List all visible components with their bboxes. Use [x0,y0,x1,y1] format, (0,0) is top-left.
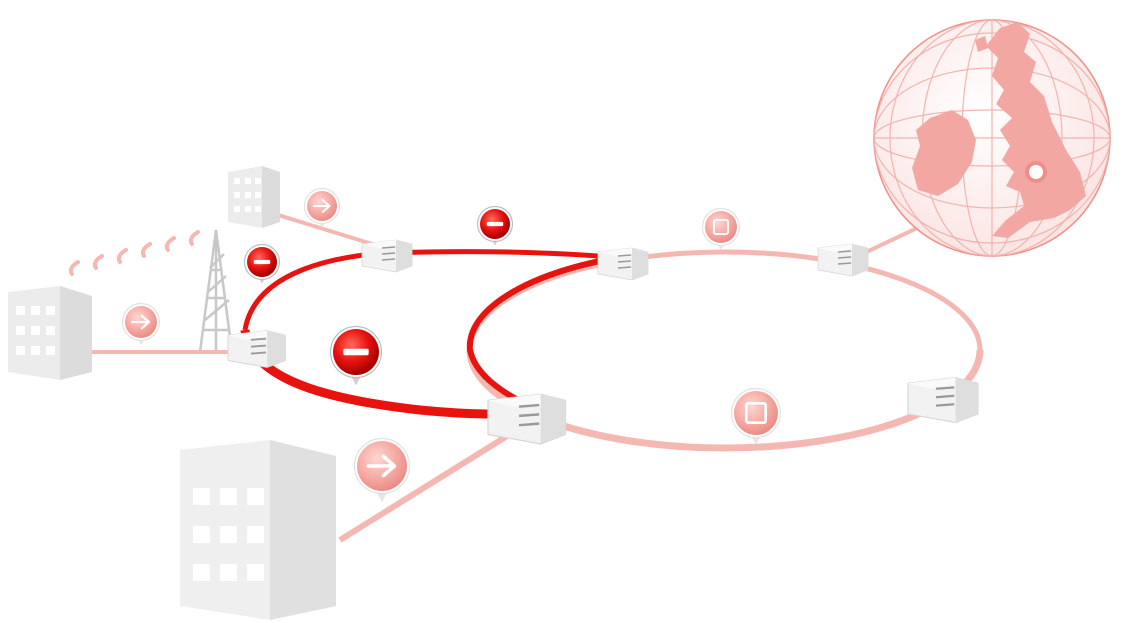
ring-right-far [467,249,983,351]
forward-icon [121,302,161,346]
network-switch-icon [227,330,286,368]
british-isles-map [912,22,1086,238]
network-switch-icon [361,239,413,273]
radio-mast-icon [198,229,234,353]
office-building-icon [8,286,92,380]
network-switch-icon [487,393,567,445]
network-switch-icon [907,377,979,423]
forward-icon [353,437,411,503]
globe-map [873,19,1111,257]
ring-left-far [242,249,621,331]
stop-icon [243,243,281,284]
network-switch-icon [817,243,869,277]
status-markers [121,187,782,503]
globe-location-marker [1025,161,1047,183]
switches [227,239,979,445]
pause-icon [730,387,782,445]
office-building-icon [180,440,336,620]
wireless-signal-icon [68,230,200,276]
ring-right-active-segment [466,255,616,411]
network-switch-icon [597,247,649,281]
forward-icon [303,187,341,228]
stop-icon [329,325,383,386]
stop-icon [476,205,514,246]
office-building-icon [228,166,280,228]
pause-icon [701,207,741,251]
link-office-top [274,212,386,250]
link-office-bottom [338,425,522,543]
